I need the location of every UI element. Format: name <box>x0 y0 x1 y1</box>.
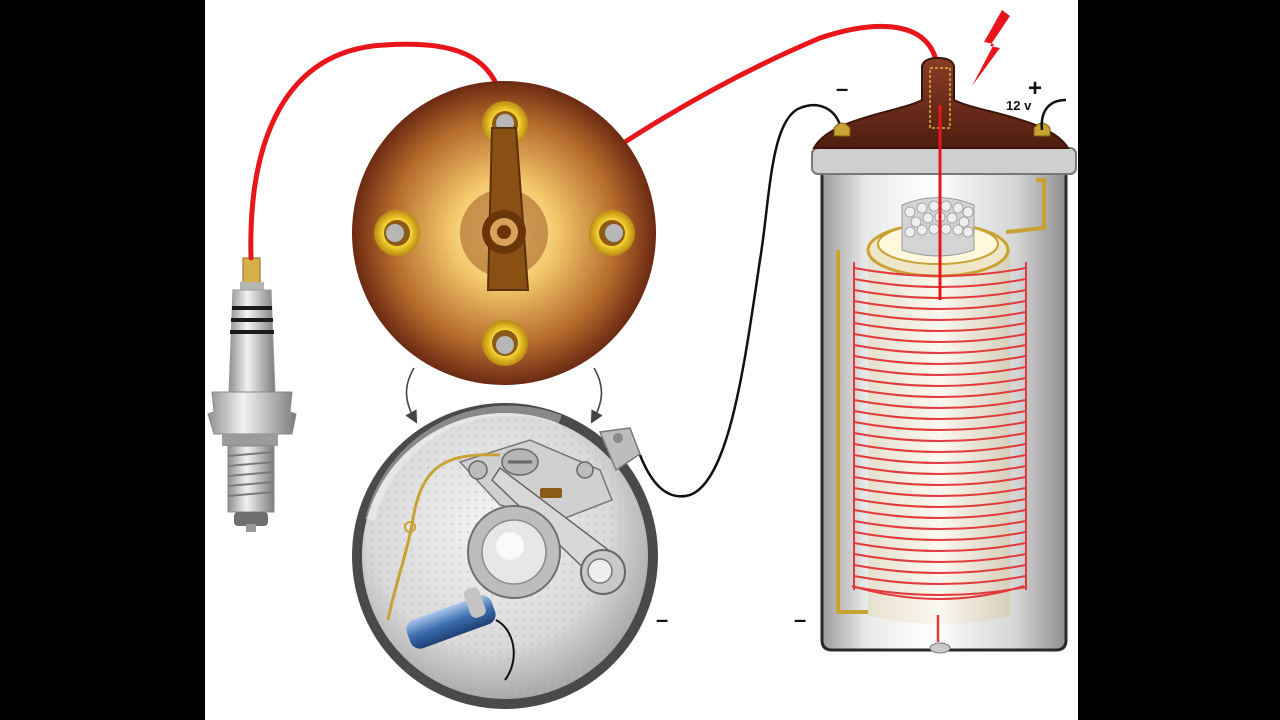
coil-negative-label: – <box>836 76 848 101</box>
winding-turn <box>853 322 1027 332</box>
distributor-body <box>352 403 658 709</box>
ht-lead-to-plug <box>248 41 508 261</box>
lt-wire <box>638 103 842 498</box>
winding-turn <box>853 520 1027 530</box>
winding-edge <box>853 262 1027 590</box>
winding-turn <box>853 542 1027 552</box>
winding-turn <box>853 366 1027 376</box>
winding-turn <box>853 300 1027 310</box>
cap-terminal-left <box>374 210 420 256</box>
winding-turn <box>853 333 1027 343</box>
winding-turn <box>853 377 1027 387</box>
coil-cap <box>812 56 1070 149</box>
winding-turn <box>853 432 1027 442</box>
winding-turn <box>853 454 1027 464</box>
winding-turn <box>853 344 1027 354</box>
distributor-terminal <box>598 427 641 472</box>
winding-turn <box>853 476 1027 486</box>
winding-turn <box>853 399 1027 409</box>
winding-turn <box>853 531 1027 541</box>
coil-ground-label: – <box>794 607 806 632</box>
arrow-left <box>405 367 418 424</box>
contact-breaker-points <box>458 439 626 595</box>
winding-turn <box>853 498 1027 508</box>
lightning-bolt-icon <box>972 10 1010 86</box>
breaker-wire <box>386 453 501 621</box>
winding-turn <box>853 509 1027 519</box>
winding-turn <box>853 410 1027 420</box>
primary-winding <box>853 262 1027 596</box>
battery-voltage-label: 12 v <box>1006 98 1032 113</box>
arrow-right <box>590 367 603 424</box>
winding-turn <box>853 388 1027 398</box>
battery-wire <box>1040 98 1067 131</box>
winding-turn <box>853 421 1027 431</box>
coil-positive-label: + <box>1028 75 1042 102</box>
ignition-coil <box>811 56 1077 654</box>
winding-turn <box>853 443 1027 453</box>
condenser <box>406 587 515 681</box>
distributor-cap <box>352 81 656 385</box>
winding-turn <box>853 355 1027 365</box>
winding-turn <box>853 465 1027 475</box>
winding-turn <box>853 553 1027 563</box>
spark-plug <box>207 257 297 532</box>
cap-terminal-bottom <box>482 320 528 366</box>
distributor-cam <box>467 505 561 599</box>
winding-turn <box>853 487 1027 497</box>
rotor-arm <box>460 127 548 291</box>
cap-terminal-right <box>589 210 635 256</box>
winding-turn <box>853 575 1027 585</box>
winding-turn <box>853 564 1027 574</box>
winding-turn <box>853 311 1027 321</box>
distributor-ground-label: – <box>656 607 668 632</box>
